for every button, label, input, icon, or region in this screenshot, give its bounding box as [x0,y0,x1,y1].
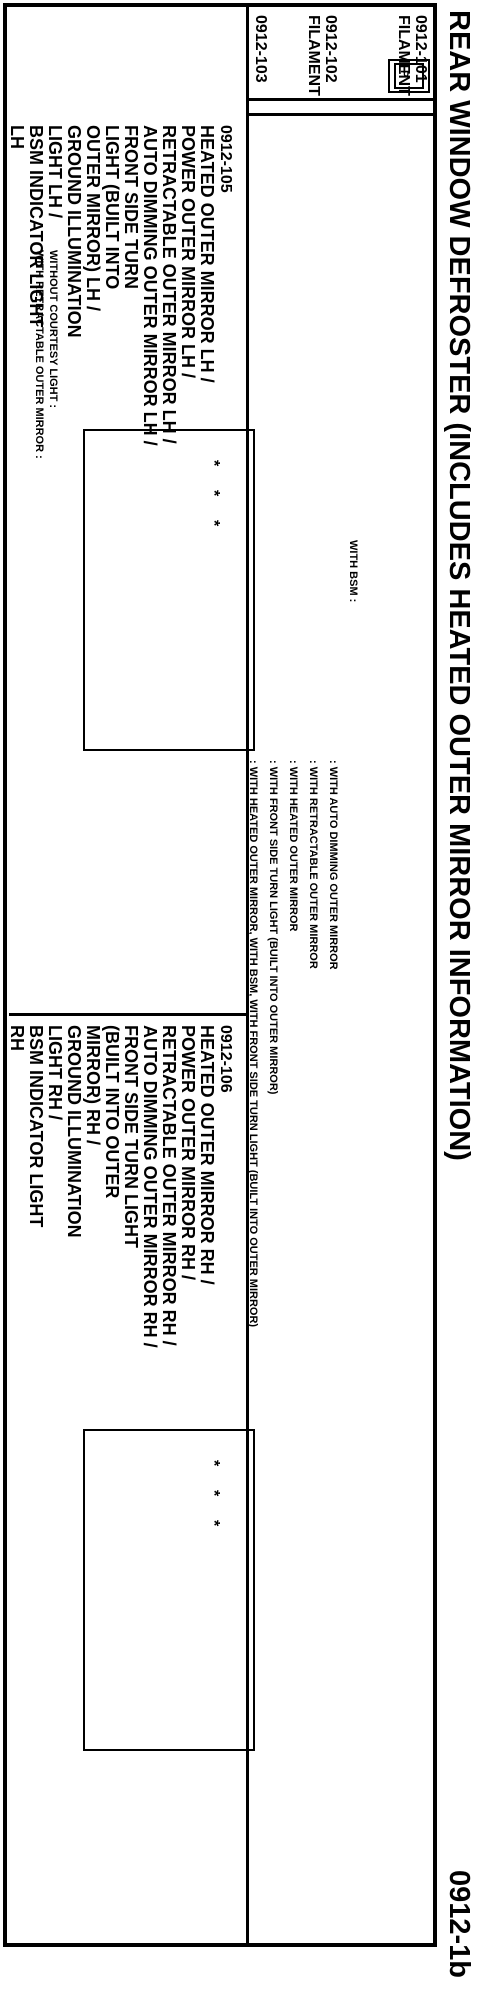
svg-text:*: * [205,1460,222,1467]
left-connector-outline [83,429,255,751]
note-heated-bsm: : WITH HEATED OUTER MIRROR, WITH BSM, WI… [247,760,259,1328]
svg-text:*: * [205,1520,222,1527]
connector-101-icon: P [388,59,430,93]
svg-text:*: * [205,1490,222,1497]
svg-text:*: * [205,460,222,467]
note-retractable-left: WITH RETRACTABLE OUTER MIRROR : [33,250,45,459]
svg-text:*: * [205,520,222,527]
note-without-courtesy-left: WITHOUT COURTESY LIGHT : [47,250,59,409]
pin-marks: * * * * * * [205,460,222,1527]
note-retractable-right: : WITH RETRACTABLE OUTER MIRROR [307,760,319,969]
right-connector-outline [83,1429,255,1751]
note-auto-dimming-left: : WITH AUTO DIMMING OUTER MIRROR [327,760,339,970]
note-front-side-turn: : WITH FRONT SIDE TURN LIGHT (BUILT INTO… [267,760,279,1095]
note-heated-right: : WITH HEATED OUTER MIRROR [287,760,299,932]
note-bsm-left: WITH BSM : [347,540,359,603]
svg-text:P: P [398,70,410,77]
svg-text:*: * [205,490,222,497]
